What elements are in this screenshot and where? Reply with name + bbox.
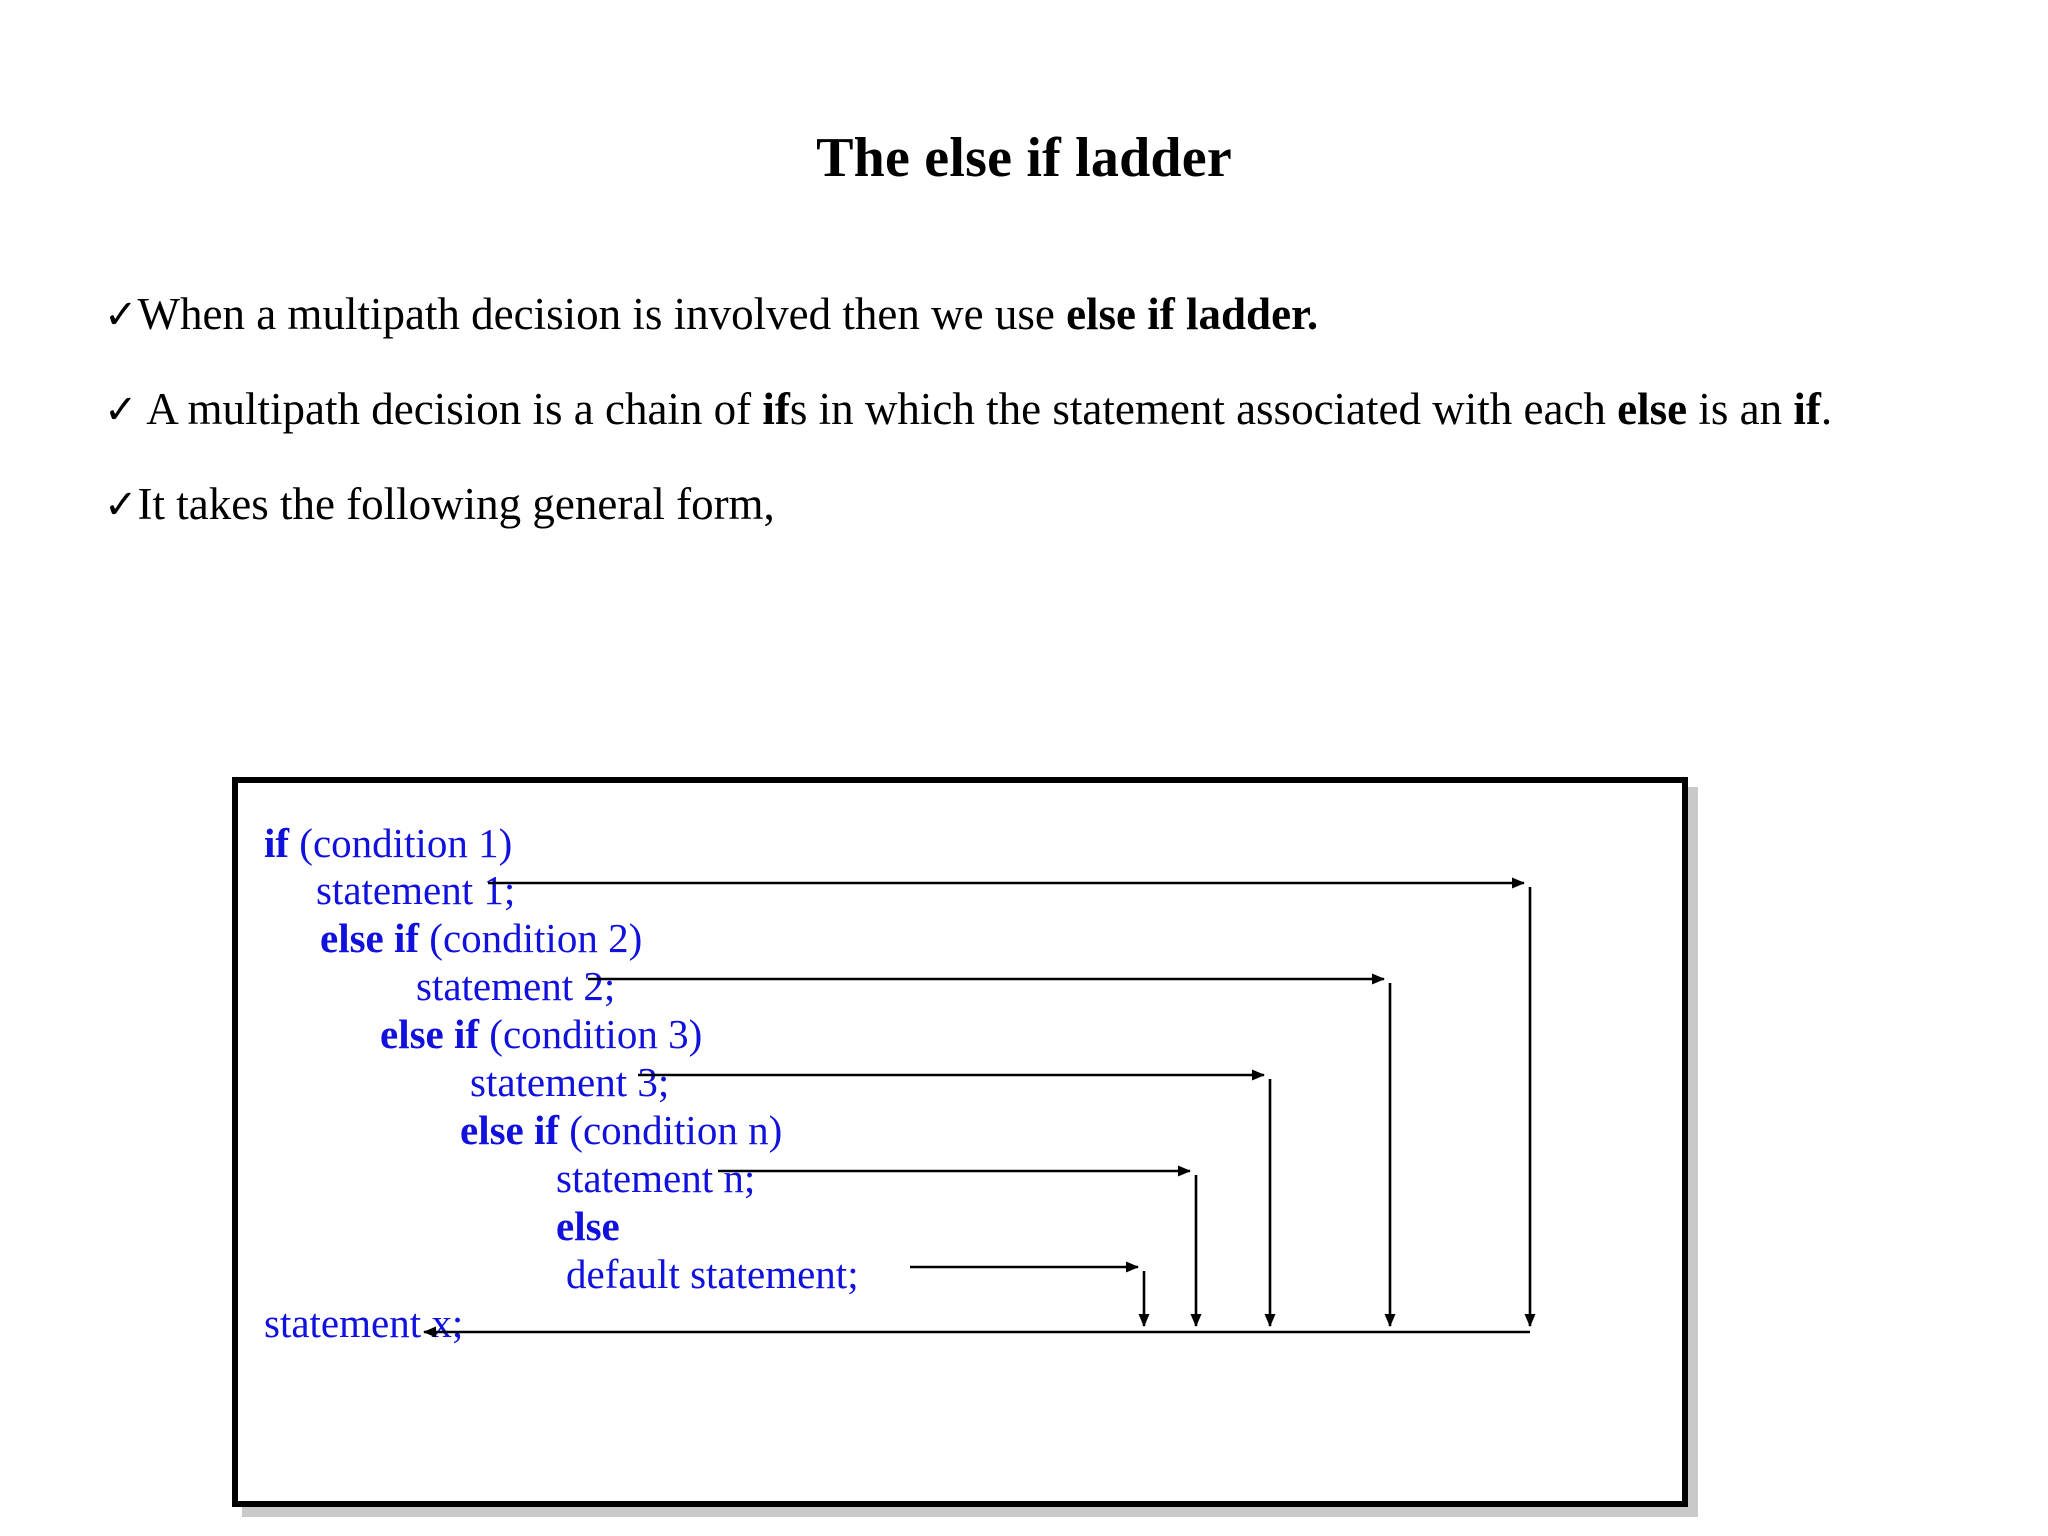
check-icon: ✓ bbox=[104, 482, 138, 529]
code-keyword: else bbox=[556, 1203, 620, 1249]
code-text: statement 1; bbox=[316, 867, 516, 913]
code-line-statement-2: statement 2; bbox=[416, 966, 615, 1007]
code-text: (condition 1) bbox=[289, 820, 513, 866]
code-line-else: else bbox=[556, 1206, 620, 1247]
code-keyword: if bbox=[264, 820, 290, 866]
list-item: ✓ A multipath decision is a chain of ifs… bbox=[104, 383, 1982, 436]
code-line-statement-x: statement x; bbox=[264, 1303, 463, 1344]
check-icon: ✓ bbox=[104, 292, 138, 338]
bullet-text-segment: s in which the statement associated with… bbox=[789, 384, 1618, 435]
code-text: statement x; bbox=[264, 1300, 464, 1346]
bullet-text-segment-bold: if bbox=[1793, 384, 1821, 435]
bullet-text-segment: It takes the following general form, bbox=[137, 479, 775, 530]
code-line-else-if-condition-2: else if (condition 2) bbox=[320, 918, 642, 959]
bullet-text-segment: When a multipath decision is involved th… bbox=[137, 289, 1067, 339]
check-icon: ✓ bbox=[104, 387, 138, 434]
code-line-statement-1: statement 1; bbox=[316, 870, 515, 911]
bullet-text-segment: A multipath decision is a chain of bbox=[137, 384, 763, 435]
code-line-if-condition-1: if (condition 1) bbox=[264, 823, 512, 864]
code-box: if (condition 1) statement 1; else if (c… bbox=[232, 777, 1688, 1507]
code-text: (condition 3) bbox=[479, 1011, 703, 1057]
page-title: The else if ladder bbox=[816, 127, 1232, 189]
code-line-statement-3: statement 3; bbox=[470, 1062, 669, 1103]
bullet-text-segment-bold: if bbox=[762, 384, 790, 435]
list-item: ✓When a multipath decision is involved t… bbox=[104, 288, 2004, 341]
bullet-text-segment-bold: else bbox=[1617, 384, 1688, 435]
code-text: (condition 2) bbox=[419, 915, 643, 961]
code-line-else-if-condition-n: else if (condition n) bbox=[460, 1110, 782, 1151]
code-keyword: else if bbox=[320, 915, 420, 961]
code-text: statement 3; bbox=[470, 1059, 670, 1105]
code-keyword: else if bbox=[380, 1011, 480, 1057]
code-line-statement-n: statement n; bbox=[556, 1158, 755, 1199]
code-text: statement n; bbox=[556, 1155, 756, 1201]
list-item: ✓It takes the following general form, bbox=[104, 478, 2004, 531]
bullet-text-segment: is an bbox=[1687, 384, 1794, 435]
code-figure: if (condition 1) statement 1; else if (c… bbox=[232, 777, 1698, 1517]
code-text: statement 2; bbox=[416, 963, 616, 1009]
bullet-list: ✓When a multipath decision is involved t… bbox=[104, 288, 2004, 573]
code-listing: if (condition 1) statement 1; else if (c… bbox=[238, 783, 1682, 1501]
code-line-default-statement: default statement; bbox=[566, 1254, 859, 1295]
code-text: (condition n) bbox=[559, 1107, 783, 1153]
code-line-else-if-condition-3: else if (condition 3) bbox=[380, 1014, 702, 1055]
bullet-text-segment-bold: else if ladder. bbox=[1066, 289, 1319, 339]
code-keyword: else if bbox=[460, 1107, 560, 1153]
bullet-text-segment: . bbox=[1820, 384, 1833, 435]
code-text: default statement; bbox=[566, 1251, 859, 1297]
